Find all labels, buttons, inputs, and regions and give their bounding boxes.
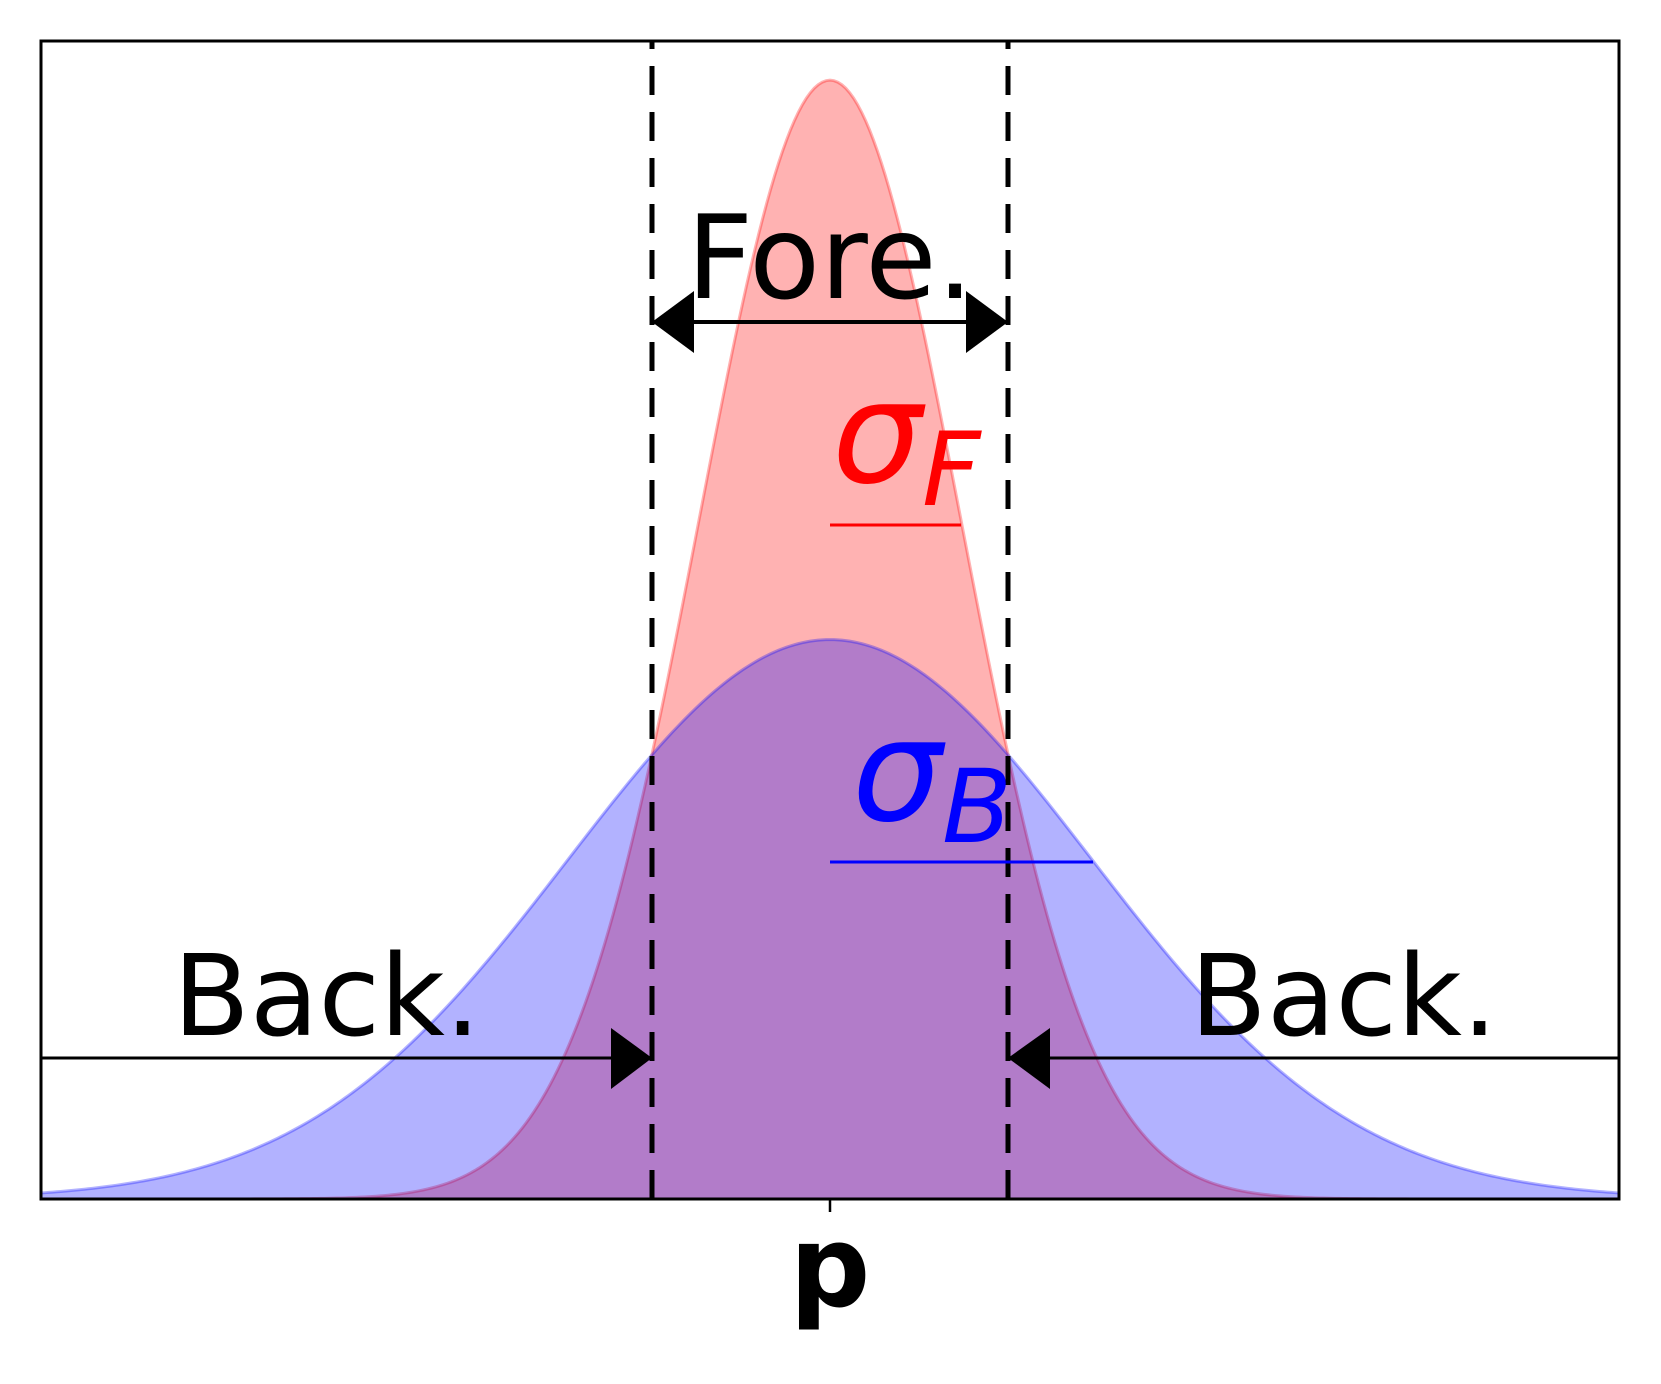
sigma-b-annotation: σB [830, 689, 1093, 867]
back-left-label: Back. [173, 932, 481, 1062]
sigma-b-symbol: σB [852, 689, 1012, 867]
sigma-f-annotation: σF [830, 351, 982, 530]
sigma-b-glyph: σ [852, 689, 946, 854]
fore-label: Fore. [687, 191, 974, 326]
x-axis-label: p [790, 1201, 871, 1333]
sigma-f-symbol: σF [832, 351, 982, 530]
back-right-arrow [1008, 1028, 1619, 1089]
sigma-f-glyph: σ [832, 351, 926, 516]
arrowhead-right-icon [611, 1028, 652, 1089]
arrowhead-left-icon [652, 291, 694, 353]
plot-area: Fore. σF σB Back. Back. [39, 41, 1621, 1201]
arrowhead-right-icon [966, 291, 1008, 353]
fore-double-arrow [652, 291, 1008, 353]
sigma-f-subscript: F [922, 411, 982, 530]
arrowhead-left-icon [1008, 1028, 1050, 1089]
sigma-b-subscript: B [942, 748, 1012, 867]
back-left-arrow [41, 1028, 652, 1089]
back-right-label: Back. [1190, 932, 1498, 1062]
